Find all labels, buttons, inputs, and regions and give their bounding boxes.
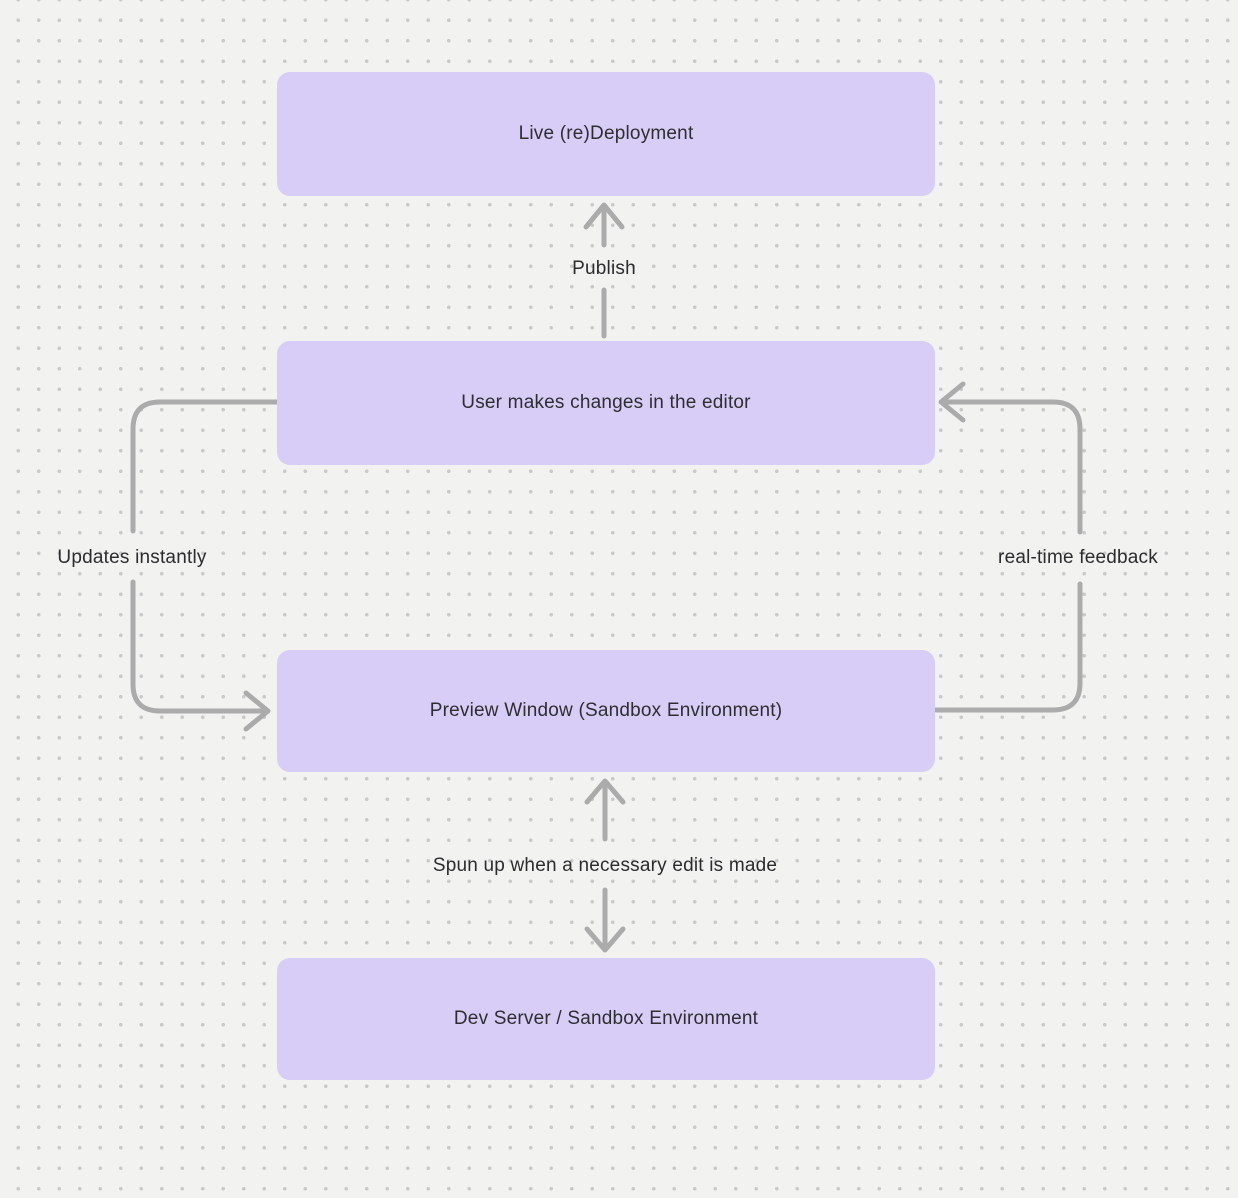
edge-label-real-time-feedback: real-time feedback — [998, 547, 1158, 568]
arrowhead-down-icon — [584, 926, 626, 953]
edge-publish-arrow — [583, 202, 625, 339]
edge-label-publish: Publish — [572, 258, 636, 279]
node-preview-window: Preview Window (Sandbox Environment) — [277, 650, 935, 772]
node-user-editor: User makes changes in the editor — [277, 341, 935, 465]
arrowhead-up-icon — [583, 202, 625, 230]
edge-real-time-feedback-arrow — [933, 381, 1083, 713]
edge-updates-instantly-arrow — [130, 399, 280, 732]
edge-spun-up-arrow — [584, 778, 626, 953]
node-label: Dev Server / Sandbox Environment — [453, 1008, 759, 1029]
node-label: User makes changes in the editor — [461, 392, 751, 413]
arrowhead-left-icon — [938, 381, 966, 423]
node-live-redeployment: Live (re)Deployment — [277, 72, 935, 196]
node-label: Live (re)Deployment — [518, 123, 694, 144]
edge-label-updates-instantly: Updates instantly — [57, 547, 207, 568]
arrowhead-right-icon — [243, 690, 271, 732]
node-dev-server: Dev Server / Sandbox Environment — [277, 958, 935, 1080]
edge-label-spun-up: Spun up when a necessary edit is made — [432, 855, 778, 876]
arrowhead-up-icon — [584, 778, 626, 805]
node-label: Preview Window (Sandbox Environment) — [429, 700, 783, 721]
